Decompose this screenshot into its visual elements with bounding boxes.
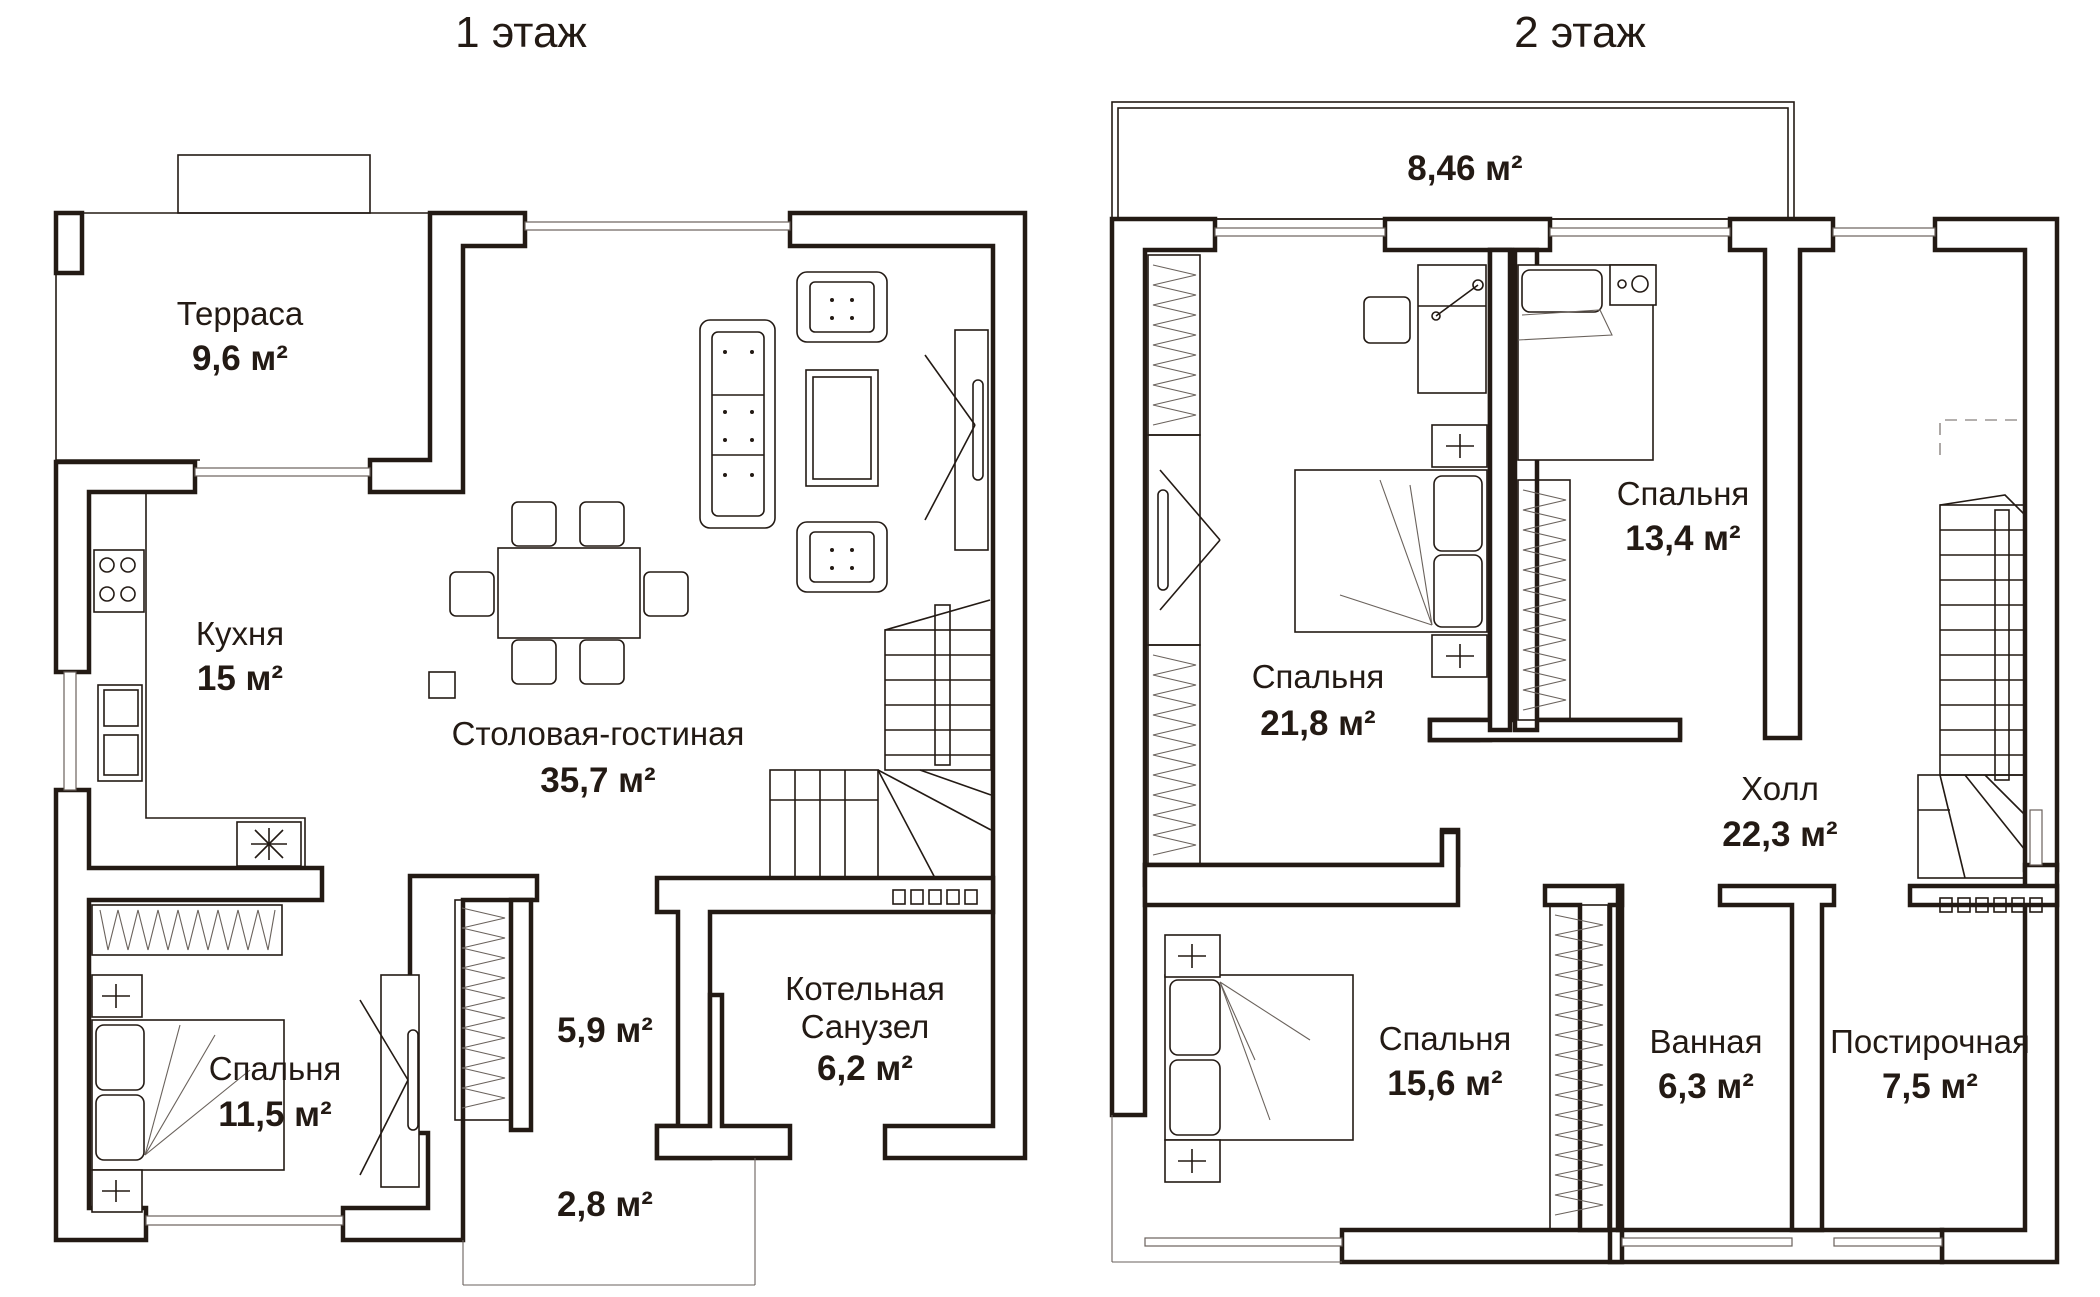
room-name-bathroom: Ванная (1649, 1023, 1762, 1060)
room-name-bedroom-13: Спальня (1617, 475, 1750, 512)
floor-1-labels: Терраса 9,6 м² Кухня 15 м² Столовая-гост… (177, 295, 945, 1224)
floor-1-stairs (769, 599, 992, 879)
laundry-radiator (1939, 897, 2043, 913)
floor-1-windows (63, 221, 791, 1286)
room-area-living: 35,7 м² (540, 761, 655, 800)
room-area-porch: 2,8 м² (557, 1185, 653, 1224)
floor-2-windows (1111, 227, 2043, 1263)
room-name-living: Столовая-гостиная (452, 715, 745, 752)
room-area-bedroom-13: 13,4 м² (1625, 519, 1740, 558)
boiler-radiator (892, 889, 978, 905)
room-name-bedroom-15: Спальня (1379, 1020, 1512, 1057)
room-area-kitchen: 15 м² (197, 659, 283, 698)
room-name-laundry: Постирочная (1830, 1023, 2030, 1060)
living-furniture (428, 271, 989, 699)
room-area-bathroom: 6,3 м² (1658, 1067, 1754, 1106)
room-area-laundry: 7,5 м² (1882, 1067, 1978, 1106)
room-area-bedroom-1: 11,5 м² (218, 1095, 331, 1134)
bedroom-1-furniture (91, 904, 420, 1213)
bedroom-15-furniture (1164, 904, 1609, 1231)
bedroom-21-furniture (1147, 254, 1488, 866)
corridor-wardrobe (454, 897, 534, 1133)
room-name-kitchen: Кухня (196, 615, 284, 652)
room-area-hall: 22,3 м² (1722, 815, 1837, 854)
floor-2-labels: 8,46 м² Спальня 13,4 м² Спальня 21,8 м² … (1252, 149, 2030, 1106)
room-name-boiler-line-2: Санузел (801, 1008, 930, 1045)
floor-2-title: 2 этаж (1514, 8, 1646, 57)
room-name-bedroom-21: Спальня (1252, 658, 1385, 695)
kitchen-counter (93, 492, 306, 868)
room-area-bedroom-21: 21,8 м² (1260, 704, 1375, 743)
room-area-terrace: 9,6 м² (192, 339, 288, 378)
floor-1-walls (53, 210, 1028, 1243)
room-area-balcony: 8,46 м² (1407, 149, 1522, 188)
room-area-boiler: 6,2 м² (817, 1049, 913, 1088)
floor-1-title: 1 этаж (455, 8, 587, 57)
room-name-hall: Холл (1741, 770, 1819, 807)
room-area-bedroom-15: 15,6 м² (1387, 1064, 1502, 1103)
room-name-boiler-line-1: Котельная (785, 970, 945, 1007)
bedroom-13-furniture (1517, 264, 1657, 721)
room-name-bedroom-1: Спальня (209, 1050, 342, 1087)
room-name-terrace: Терраса (177, 295, 304, 332)
floor-2-stairs (1917, 419, 2026, 879)
floor-2-plan: 2 этаж (1109, 8, 2060, 1265)
room-area-corridor: 5,9 м² (557, 1011, 653, 1050)
floor-1-plan: 1 этаж (53, 8, 1028, 1286)
terrace (53, 154, 430, 461)
